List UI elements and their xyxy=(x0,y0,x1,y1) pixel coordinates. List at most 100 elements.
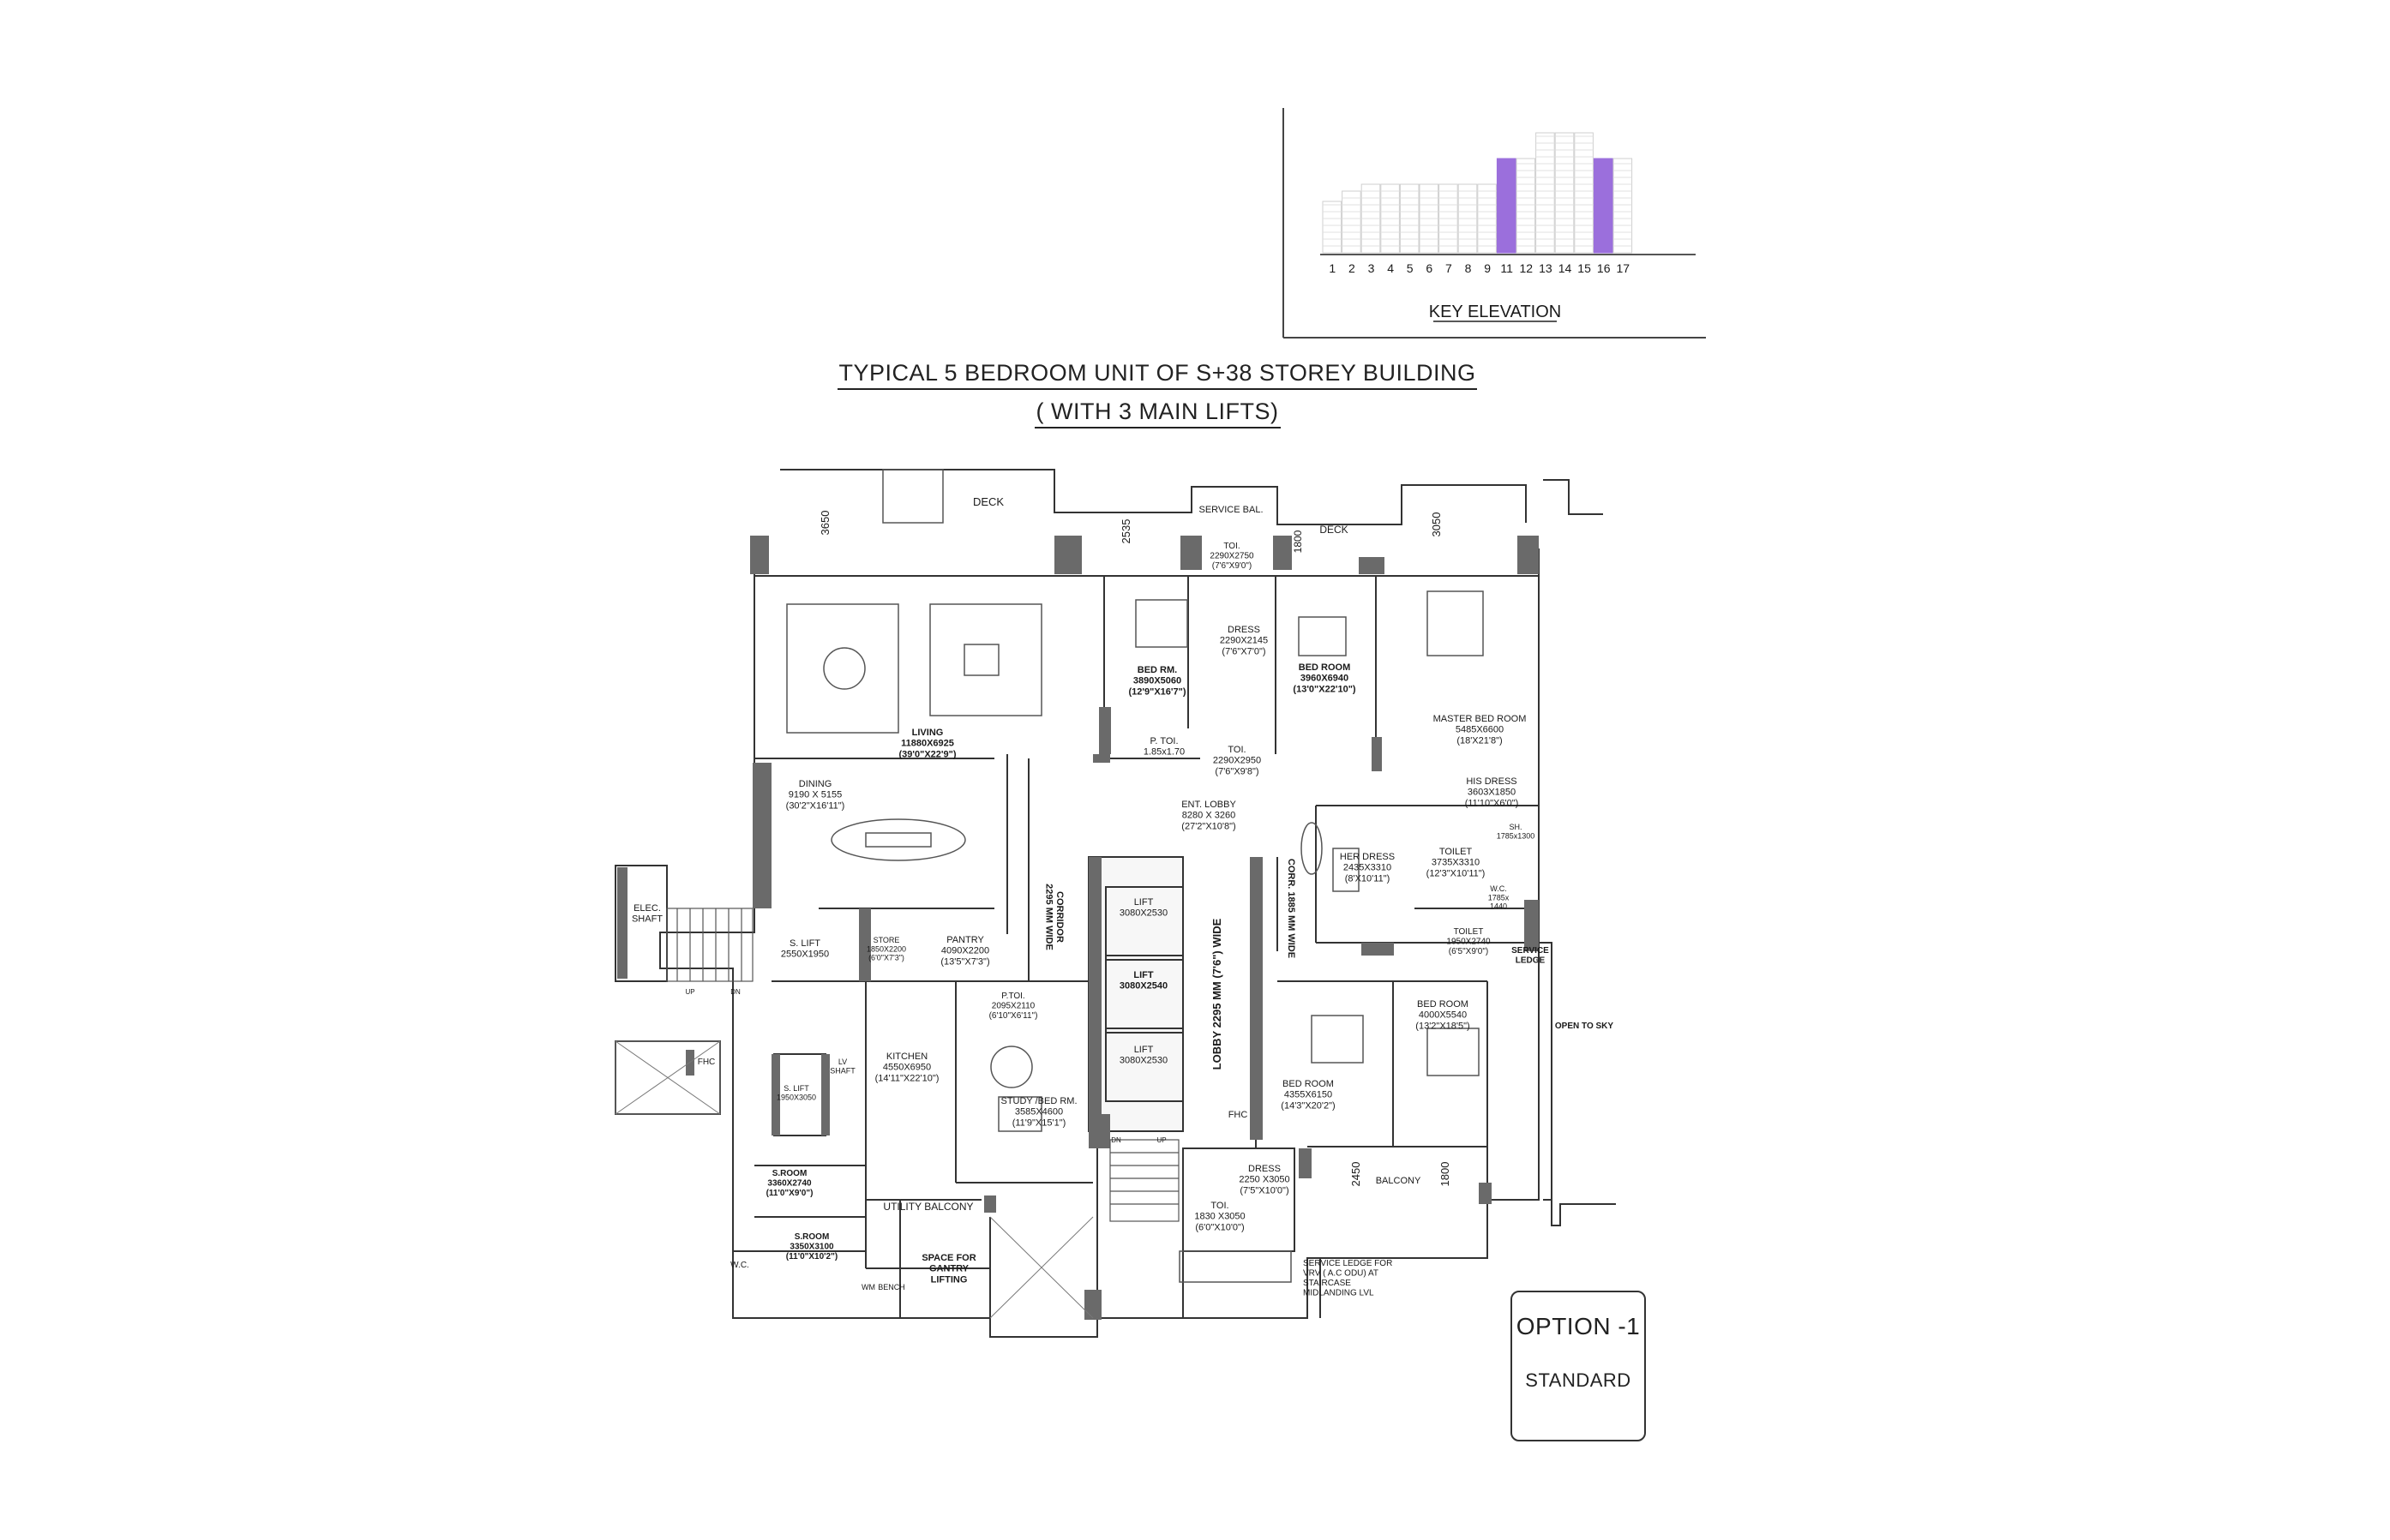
elevation-floor-label: 3 xyxy=(1368,261,1375,275)
room-label-sh: SH.1785x1300 xyxy=(1497,823,1535,840)
elevation-floor-label: 9 xyxy=(1484,261,1491,275)
elevation-floor-label: 2 xyxy=(1348,261,1355,275)
elevation-floor-bars xyxy=(1322,132,1633,254)
elevation-floor-label: 13 xyxy=(1539,261,1552,275)
room-label-fhc-1: FHC xyxy=(698,1058,716,1067)
elevation-floor-bar-13 xyxy=(1535,132,1555,254)
elevation-floor-label: 6 xyxy=(1426,261,1432,275)
room-label-up-2: UP xyxy=(1156,1136,1166,1144)
shaft-marks xyxy=(615,1040,1094,1319)
room-label-corr-label: CORR. 1885 MM WIDE xyxy=(1286,859,1296,958)
elevation-floor-label: 14 xyxy=(1558,261,1572,275)
furniture xyxy=(786,469,1484,1283)
room-label-dn-2: DN xyxy=(1111,1136,1121,1144)
elevation-floor-bar-17 xyxy=(1612,158,1633,254)
option-title: OPTION -1 xyxy=(1516,1313,1641,1339)
room-label-toi-top: TOI.2290X2750(7'6"X9'0") xyxy=(1210,542,1254,571)
elevation-floor-label: 8 xyxy=(1465,261,1472,275)
room-label-deck-right: DECK xyxy=(1319,524,1348,536)
key-elevation-title: KEY ELEVATION xyxy=(1429,303,1562,321)
room-label-bed-rm: BED RM.3890X5060(12'9"X16'7") xyxy=(1128,665,1186,697)
room-label-elec-shaft: ELEC.SHAFT xyxy=(632,903,663,925)
room-label-corridor: CORRIDOR2295 MM WIDE xyxy=(1043,884,1065,950)
elevation-floor-label: 17 xyxy=(1617,261,1630,275)
stairs xyxy=(666,908,1180,1222)
option-box: OPTION -1 STANDARD xyxy=(1510,1291,1646,1441)
room-label-dim-2535: 2535 xyxy=(1120,519,1132,544)
room-label-balcony: BALCONY xyxy=(1376,1176,1421,1186)
room-label-toi-mid: TOI.2290X2950(7'6"X9'8") xyxy=(1213,745,1261,776)
room-label-toi-bottom: TOI.1830 X3050(6'0"X10'0") xyxy=(1194,1201,1245,1232)
room-label-lobby-label: LOBBY 2295 MM (7'6") WIDE xyxy=(1210,918,1223,1070)
room-label-study: STUDY /BED RM.3585X4600(11'9"X15'1") xyxy=(1000,1096,1077,1128)
elevation-floor-bar-15 xyxy=(1574,132,1594,254)
elevation-floor-label: 7 xyxy=(1445,261,1452,275)
room-label-dim-2450: 2450 xyxy=(1349,1162,1362,1187)
title-line-1: TYPICAL 5 BEDROOM UNIT OF S+38 STOREY BU… xyxy=(837,358,1478,390)
elevation-floor-label: 1 xyxy=(1329,261,1336,275)
elevation-floor-bar-16 xyxy=(1593,158,1613,254)
room-label-p-toi-1: P. TOI.1.85x1.70 xyxy=(1144,736,1185,758)
structural-columns xyxy=(617,536,1539,1320)
elevation-floor-bar-14 xyxy=(1554,132,1575,254)
room-label-dim-3650: 3650 xyxy=(819,511,832,536)
elevation-floor-bar-12 xyxy=(1516,158,1536,254)
title-line-2: ( WITH 3 MAIN LIFTS) xyxy=(1034,397,1281,428)
room-label-open-to-sky: OPEN TO SKY xyxy=(1555,1022,1613,1031)
room-label-dim-1800-top: 1800 xyxy=(1292,530,1304,553)
elevation-floor-label: 5 xyxy=(1407,261,1414,275)
elevation-floor-label: 16 xyxy=(1597,261,1611,275)
room-label-wm: WM xyxy=(862,1283,875,1291)
elevation-floor-bar-11 xyxy=(1496,158,1516,254)
elevation-floor-bar-1 xyxy=(1322,201,1342,254)
room-label-fhc-2: FHC xyxy=(1228,1110,1248,1120)
elevation-floor-bar-2 xyxy=(1342,190,1361,254)
room-label-utility-balcony: UTILITY BALCONY xyxy=(883,1201,973,1213)
drawing-title: TYPICAL 5 BEDROOM UNIT OF S+38 STOREY BU… xyxy=(772,358,1543,428)
room-label-wc-small: W.C. xyxy=(730,1261,749,1270)
room-label-up: UP xyxy=(685,988,694,996)
room-label-deck-left: DECK xyxy=(973,495,1004,508)
room-label-bench: BENCH xyxy=(878,1283,905,1291)
room-label-dn: DN xyxy=(730,988,741,996)
room-label-dim-1800-bottom: 1800 xyxy=(1438,1162,1451,1187)
elevation-floor-label: 12 xyxy=(1520,261,1534,275)
elevation-floor-label: 15 xyxy=(1577,261,1591,275)
elevation-floor-label: 4 xyxy=(1387,261,1394,275)
option-subtitle: STANDARD xyxy=(1525,1369,1631,1391)
room-label-service-bal: SERVICE BAL. xyxy=(1199,505,1264,515)
room-label-dim-3050: 3050 xyxy=(1430,512,1443,537)
room-label-p-toi-2: P.TOI.2095X2110(6'10"X6'11") xyxy=(989,992,1038,1021)
